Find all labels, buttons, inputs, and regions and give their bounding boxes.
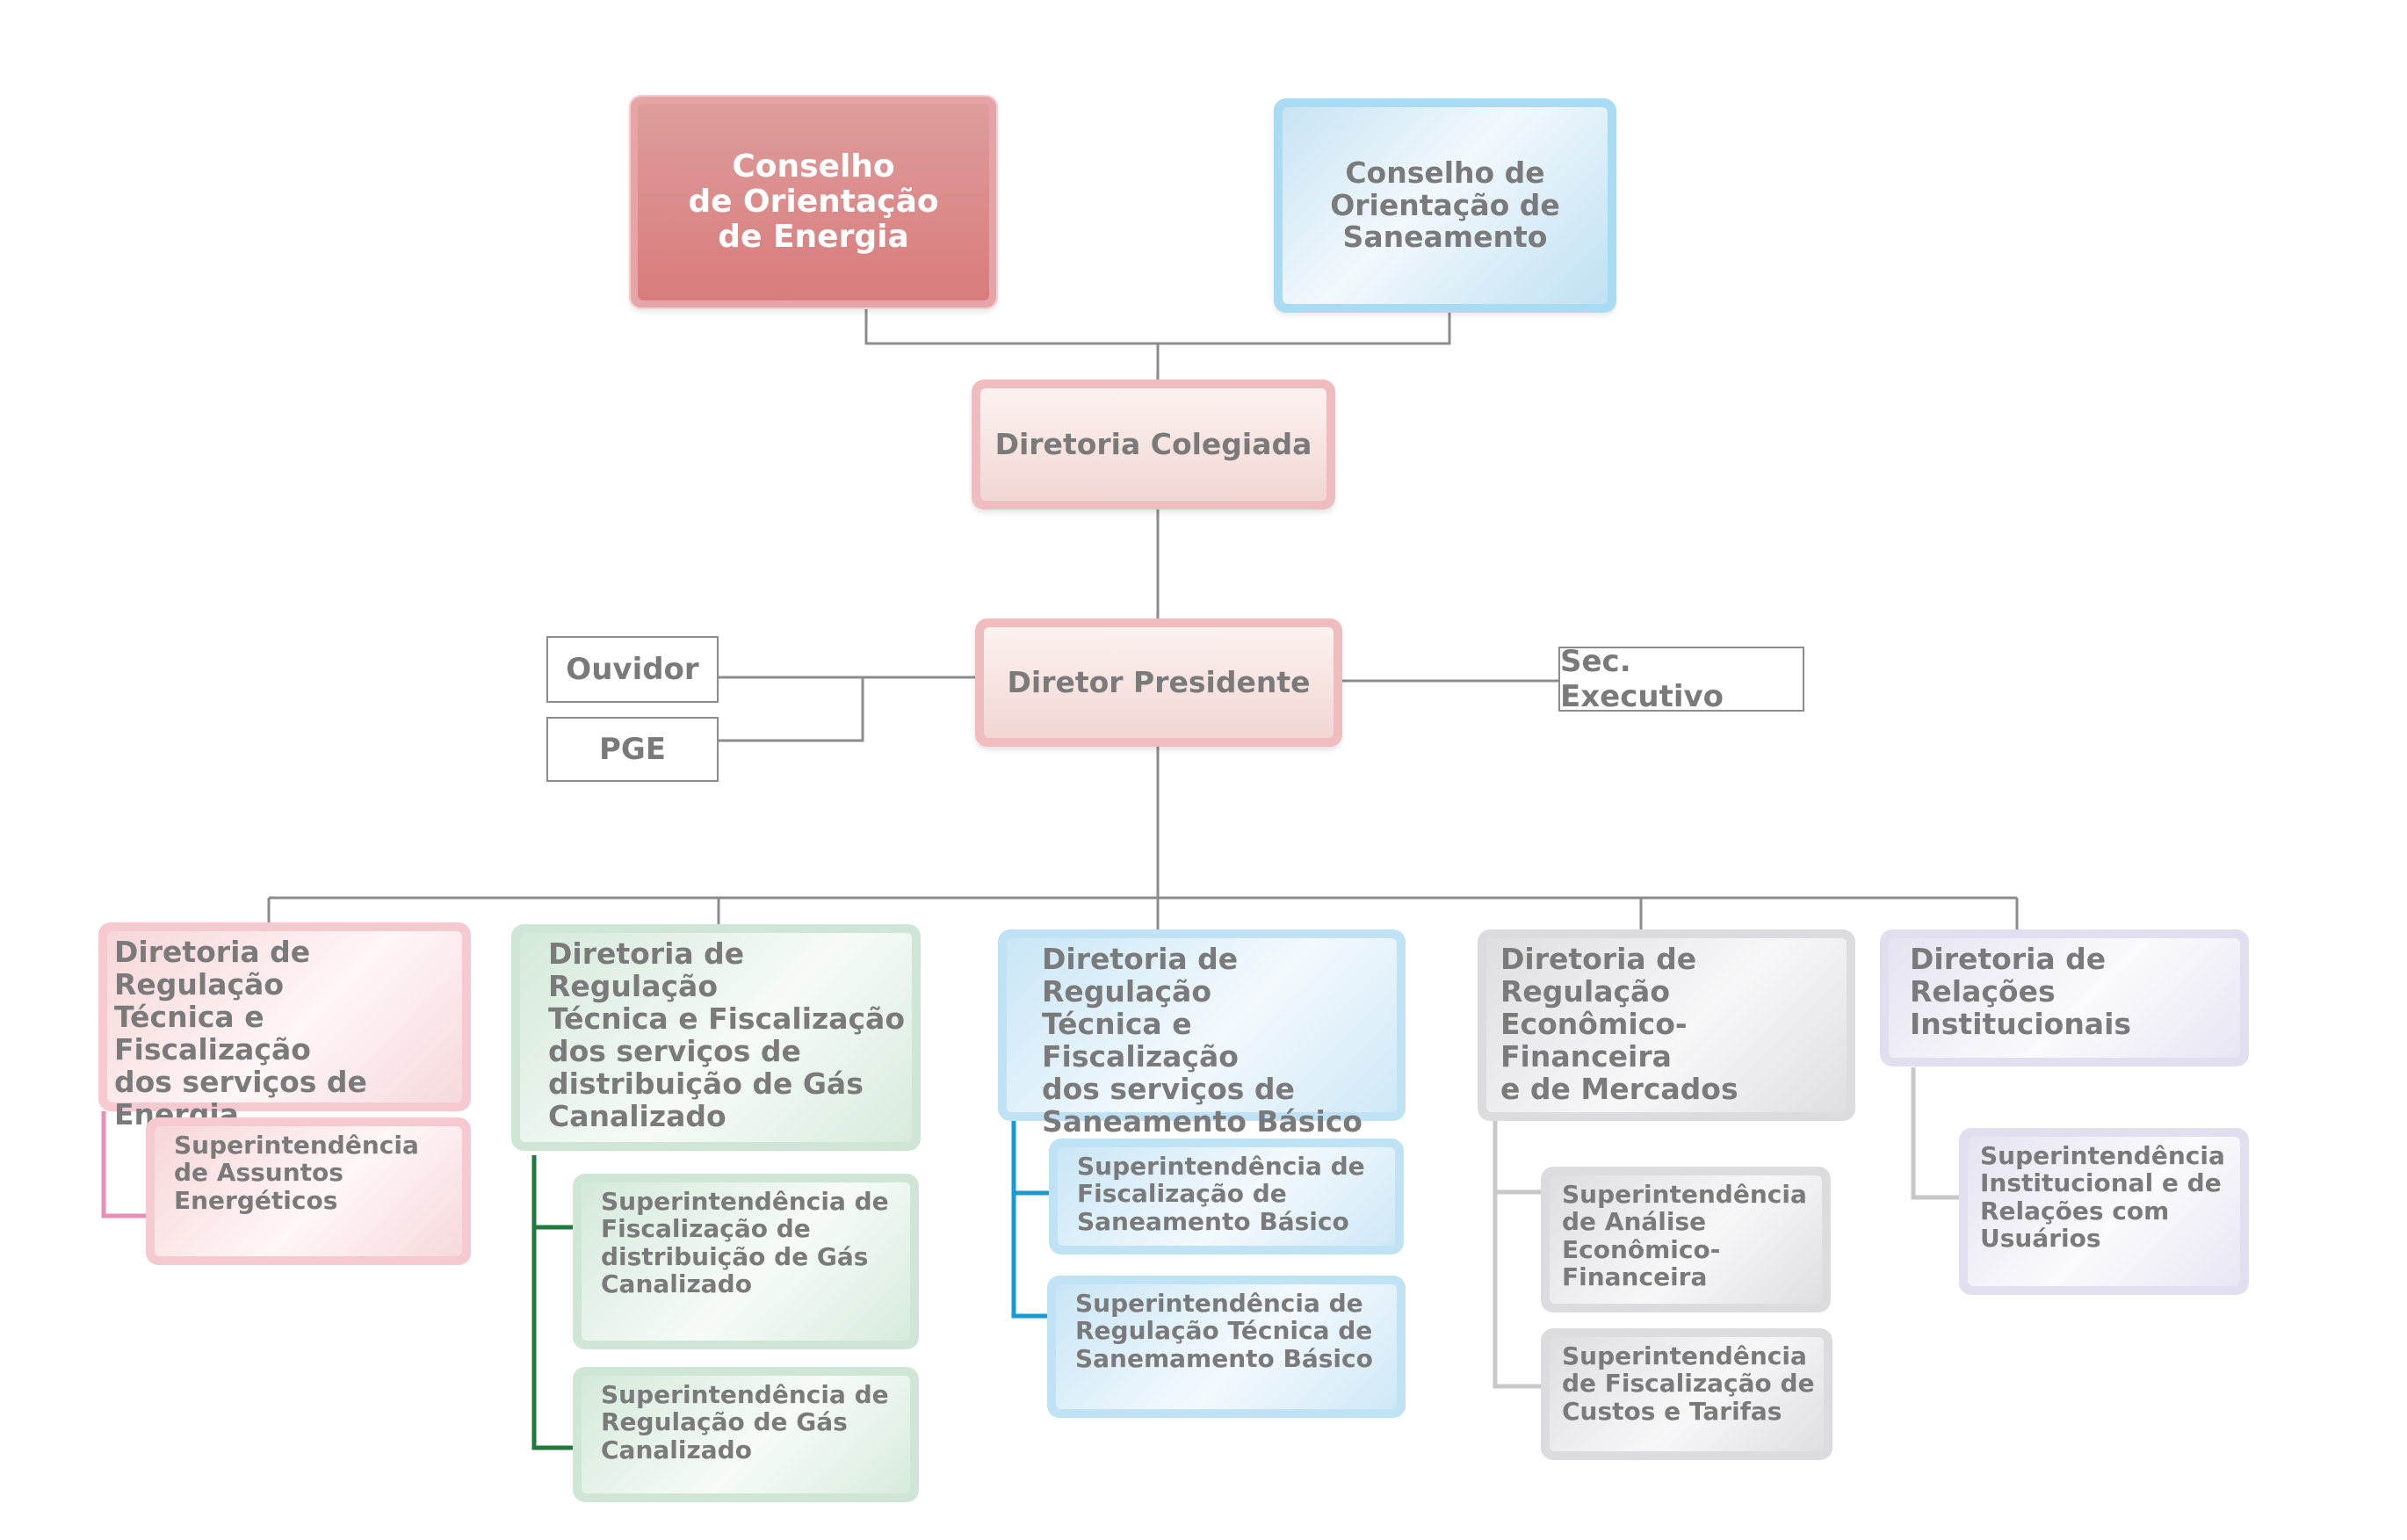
directorate-mercados-label: Diretoria de Regulação Econômico-Finance… bbox=[1486, 938, 1847, 1112]
council-energia-label: Conselho de Orientação de Energia bbox=[638, 104, 989, 300]
sup-institucional-label: Superintendência Institucional e de Rela… bbox=[1968, 1137, 2240, 1286]
sup-saneamento-fiscalizacao-label: Superintendência de Fiscalização de Sane… bbox=[1058, 1147, 1395, 1246]
pge-box[interactable]: PGE bbox=[546, 717, 719, 782]
sup-saneamento-regulacao-box[interactable]: Superintendência de Regulação Técnica de… bbox=[1047, 1276, 1406, 1418]
energia-branch bbox=[101, 1111, 148, 1218]
sup-gas-fiscalizacao-label: Superintendência de Fiscalização de dist… bbox=[582, 1182, 910, 1341]
sup-mercados-custos-box[interactable]: Superintendência de Fiscalização de Cust… bbox=[1541, 1328, 1832, 1460]
directorate-gas-label: Diretoria de Regulação Técnica e Fiscali… bbox=[520, 933, 912, 1142]
institucional-branch bbox=[1911, 1067, 1961, 1200]
sup-mercados-custos-label: Superintendência de Fiscalização de Cust… bbox=[1550, 1337, 1824, 1451]
sup-energia-assuntos-box[interactable]: Superintendência de Assuntos Energéticos bbox=[146, 1117, 471, 1265]
directorate-energia-box[interactable]: Diretoria de Regulação Técnica e Fiscali… bbox=[98, 922, 471, 1131]
sup-gas-regulacao-label: Superintendência de Regulação de Gás Can… bbox=[582, 1376, 910, 1493]
directorate-mercados-box[interactable]: Diretoria de Regulação Econômico-Finance… bbox=[1478, 929, 1855, 1121]
directorate-institucional-label: Diretoria de Relações Institucionais bbox=[1889, 938, 2240, 1058]
sup-saneamento-regulacao-label: Superintendência de Regulação Técnica de… bbox=[1056, 1284, 1397, 1409]
directorate-energia-label: Diretoria de Regulação Técnica e Fiscali… bbox=[107, 931, 462, 1131]
council-saneamento-label: Conselho de Orientação de Saneamento bbox=[1283, 107, 1608, 304]
directorate-gas-box[interactable]: Diretoria de Regulação Técnica e Fiscali… bbox=[511, 924, 921, 1151]
sup-saneamento-fiscalizacao-box[interactable]: Superintendência de Fiscalização de Sane… bbox=[1049, 1139, 1404, 1254]
sup-gas-regulacao-box[interactable]: Superintendência de Regulação de Gás Can… bbox=[573, 1367, 919, 1502]
diretor-presidente-label: Diretor Presidente bbox=[984, 627, 1334, 738]
ouvidor-pge-connector bbox=[719, 676, 982, 742]
sup-institucional-box[interactable]: Superintendência Institucional e de Rela… bbox=[1959, 1128, 2249, 1295]
sup-mercados-analise-label: Superintendência de Análise Econômico- F… bbox=[1550, 1175, 1822, 1304]
gas-branch bbox=[531, 1155, 575, 1450]
directorate-saneamento-box[interactable]: Diretoria de Regulação Técnica e Fiscali… bbox=[998, 929, 1406, 1138]
saneamento-branch bbox=[1011, 1120, 1051, 1319]
diretoria-colegiada-box[interactable]: Diretoria Colegiada bbox=[972, 380, 1335, 510]
council-saneamento-box[interactable]: Conselho de Orientação de Saneamento bbox=[1274, 98, 1616, 313]
sup-mercados-analise-box[interactable]: Superintendência de Análise Econômico- F… bbox=[1541, 1167, 1831, 1312]
sup-gas-fiscalizacao-box[interactable]: Superintendência de Fiscalização de dist… bbox=[573, 1174, 919, 1349]
diretoria-colegiada-label: Diretoria Colegiada bbox=[980, 388, 1326, 501]
diretor-presidente-box[interactable]: Diretor Presidente bbox=[975, 618, 1342, 747]
council-energia-box[interactable]: Conselho de Orientação de Energia bbox=[629, 95, 998, 309]
council-connector bbox=[864, 309, 1451, 345]
sup-energia-assuntos-label: Superintendência de Assuntos Energéticos bbox=[155, 1126, 462, 1256]
directorate-institucional-box[interactable]: Diretoria de Relações Institucionais bbox=[1880, 929, 2249, 1066]
directorate-saneamento-label: Diretoria de Regulação Técnica e Fiscali… bbox=[1007, 938, 1397, 1138]
ouvidor-box[interactable]: Ouvidor bbox=[546, 636, 719, 703]
sec-executivo-box[interactable]: Sec. Executivo bbox=[1558, 644, 1804, 714]
mercados-branch bbox=[1493, 1120, 1543, 1389]
